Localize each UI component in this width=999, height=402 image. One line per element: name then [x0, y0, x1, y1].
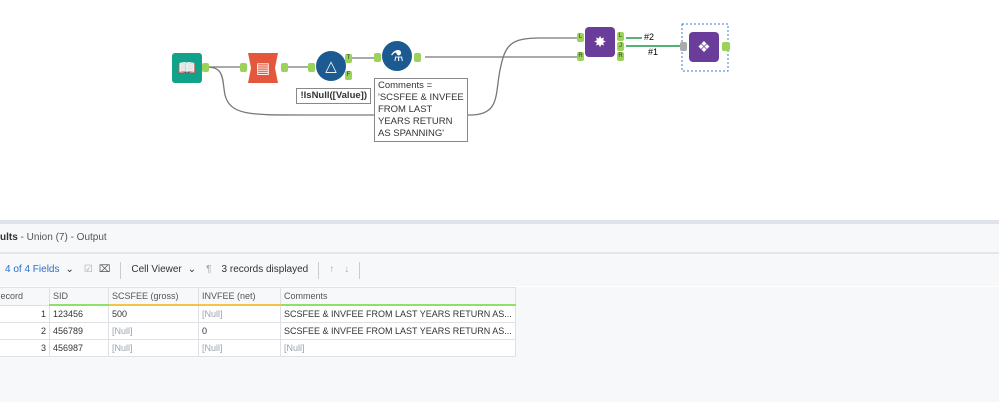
workflow-canvas[interactable]: 📖 ▤ △ T F !IsNull([Value]) ⚗ Comments = … [0, 0, 999, 220]
column-header[interactable]: SID [49, 287, 109, 306]
check-icon[interactable]: ☑ [83, 264, 93, 275]
results-header: ults - Union (7) - Output [0, 224, 999, 254]
divider [318, 261, 320, 279]
fields-dropdown[interactable]: 4 of 4 Fields [5, 264, 60, 275]
connection-label: #2 [644, 32, 655, 42]
cell[interactable]: [Null] [280, 339, 516, 357]
filter-annotation: !IsNull([Value]) [296, 88, 371, 104]
clear-icon[interactable]: ⌧ [98, 264, 111, 275]
filter-tool[interactable]: △ [316, 51, 346, 81]
pilcrow-icon[interactable]: ¶ [206, 264, 212, 275]
chevron-down-icon[interactable]: ⌄ [187, 264, 197, 275]
cell[interactable]: [Null] [108, 339, 199, 357]
cell[interactable]: 456987 [49, 339, 109, 357]
header-row: Record SID SCSFEE (gross) INVFEE (net) C… [0, 287, 516, 306]
note-line: AS SPANNING' [378, 128, 445, 139]
results-grid: Record SID SCSFEE (gross) INVFEE (net) C… [0, 287, 999, 402]
false-anchor[interactable]: F [345, 71, 352, 80]
connection-label: #1 [648, 47, 659, 57]
results-subtitle: - Union (7) - Output [17, 232, 107, 243]
cell[interactable]: 500 [108, 304, 199, 323]
left-input-anchor[interactable]: L [577, 33, 584, 42]
note-line: Comments = [378, 80, 433, 91]
formula-tool[interactable]: ⚗ [382, 41, 412, 71]
column-header[interactable]: Record [0, 287, 50, 306]
input-data-tool[interactable]: 📖 [172, 53, 202, 83]
cell[interactable]: [Null] [198, 304, 281, 323]
right-input-anchor[interactable]: R [577, 52, 584, 61]
input-anchor[interactable] [374, 53, 381, 62]
cell[interactable]: [Null] [198, 339, 281, 357]
multi-input-anchor[interactable] [680, 42, 687, 51]
cell[interactable]: 0 [198, 322, 281, 340]
cell[interactable]: 2 [0, 322, 50, 340]
input-anchor[interactable] [308, 63, 315, 72]
cell[interactable]: SCSFEE & INVFEE FROM LAST YEARS RETURN A… [280, 322, 516, 340]
note-line: FROM LAST [378, 104, 433, 115]
results-title: ults [0, 232, 18, 243]
arrow-up-icon[interactable]: ↑ [329, 264, 335, 275]
right-output-anchor[interactable]: R [617, 52, 624, 61]
records-count: 3 records displayed [221, 264, 309, 275]
cell[interactable]: 456789 [49, 322, 109, 340]
connections [206, 23, 729, 116]
cell[interactable]: [Null] [108, 322, 199, 340]
note-line: YEARS RETURN [378, 116, 453, 127]
cell[interactable]: 3 [0, 339, 50, 357]
cell[interactable]: 123456 [49, 304, 109, 323]
results-toolbar: 4 of 4 Fields ⌄ ☑ ⌧ Cell Viewer ⌄ ¶ 3 re… [0, 254, 999, 286]
cell[interactable]: 1 [0, 304, 50, 323]
left-output-anchor[interactable]: L [617, 32, 624, 41]
column-header[interactable]: INVFEE (net) [198, 287, 281, 306]
chevron-down-icon[interactable]: ⌄ [65, 264, 74, 275]
output-anchor[interactable] [722, 42, 730, 51]
column-header[interactable]: Comments [280, 287, 516, 306]
union-tool[interactable]: ❖ [689, 32, 719, 62]
divider [120, 261, 122, 279]
output-anchor[interactable] [281, 63, 288, 72]
true-anchor[interactable]: T [345, 54, 352, 63]
arrow-down-icon[interactable]: ↓ [344, 264, 350, 275]
output-anchor[interactable] [414, 53, 421, 62]
divider [359, 261, 361, 279]
column-header[interactable]: SCSFEE (gross) [108, 287, 199, 306]
note-line: 'SCSFEE & INVFEE [378, 92, 464, 103]
output-anchor[interactable] [202, 63, 209, 72]
cell[interactable]: SCSFEE & INVFEE FROM LAST YEARS RETURN A… [280, 304, 516, 323]
formula-annotation: Comments = 'SCSFEE & INVFEE FROM LAST YE… [374, 78, 468, 142]
join-output-anchor[interactable]: J [617, 42, 624, 51]
cell-viewer-dropdown[interactable]: Cell Viewer [131, 264, 182, 275]
select-tool[interactable]: ▤ [248, 53, 278, 83]
join-tool[interactable]: ✸ [585, 27, 615, 57]
pane-divider[interactable] [0, 220, 999, 224]
input-anchor[interactable] [240, 63, 247, 72]
